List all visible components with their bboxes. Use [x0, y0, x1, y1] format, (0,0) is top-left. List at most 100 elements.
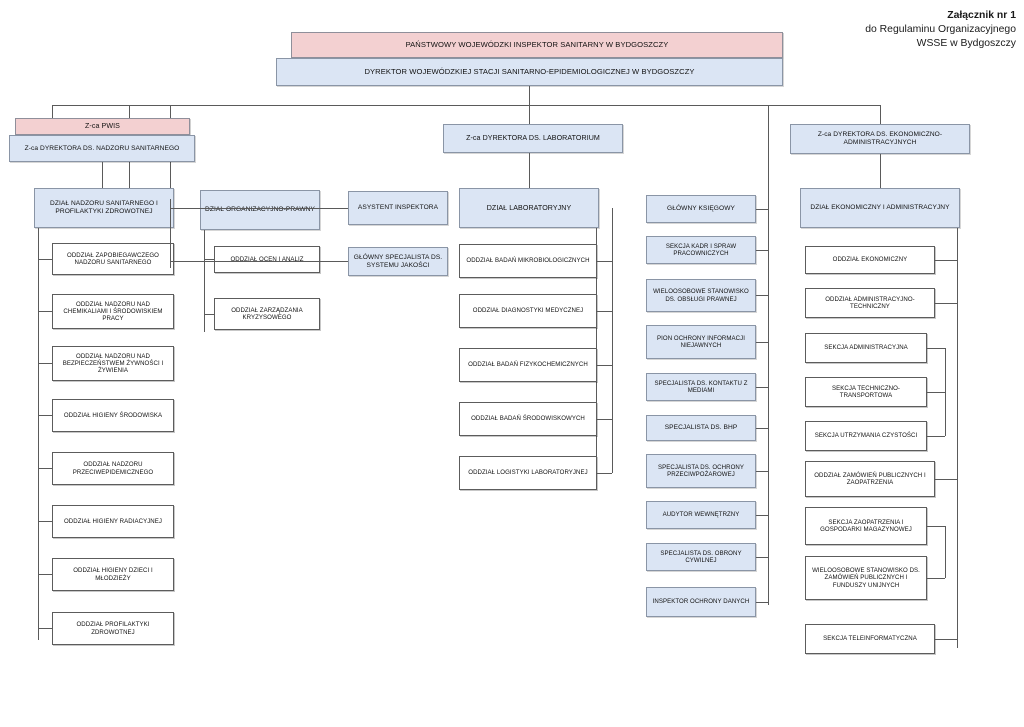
connector-drop-staff	[768, 105, 769, 209]
connector-stub-sanitary-6	[38, 574, 52, 575]
connector-stub-lab-3	[596, 419, 612, 420]
node-staff-item-5: SPECJALISTA DS. BHP	[646, 415, 756, 441]
node-sanitary-item-7: ODDZIAŁ PROFILAKTYKI ZDROWOTNEJ	[52, 612, 174, 645]
connector-stub-econ-1	[935, 303, 957, 304]
connector-stub-legal-0	[204, 259, 214, 260]
node-deputy-sanitary-supervision: Z-ca DYREKTORA DS. NADZORU SANITARNEGO	[9, 135, 195, 162]
connector-stub-sanitary-0	[38, 259, 52, 260]
node-legal-item-0: ODDZIAŁ OCEN I ANALIZ	[214, 246, 320, 273]
node-legal-item-1: ODDZIAŁ ZARZĄDZANIA KRYZYSOWEGO	[214, 298, 320, 330]
connector-stub-econ-6	[927, 526, 945, 527]
node-econ-item-8: SEKCJA TELEINFORMATYCZNA	[805, 624, 935, 654]
connector-stub-lab-2	[596, 365, 612, 366]
node-econ-item-7: WIELOOSOBOWE STANOWISKO DS. ZAMÓWIEŃ PUB…	[805, 556, 927, 600]
node-econ-item-0: ODDZIAŁ EKONOMICZNY	[805, 246, 935, 274]
node-director: DYREKTOR WOJEWÓDZKIEJ STACJI SANITARNO-E…	[276, 58, 783, 86]
header-regulation-line: do Regulaminu Organizacyjnego	[865, 24, 1016, 36]
node-staff-item-1: SEKCJA KADR I SPRAW PRACOWNICZYCH	[646, 236, 756, 264]
node-staff-item-9: INSPEKTOR OCHRONY DANYCH	[646, 587, 756, 617]
node-econ-item-2: SEKCJA ADMINISTRACYJNA	[805, 333, 927, 363]
connector-branch-econ-supply	[945, 526, 946, 578]
node-lab-item-3: ODDZIAŁ BADAŃ ŚRODOWISKOWYCH	[459, 402, 597, 436]
connector-stub-staff-1	[756, 250, 768, 251]
connector-spine-lab-outer	[612, 208, 613, 473]
connector-stub-staff-0	[756, 209, 768, 210]
connector-stub-lab-1	[596, 311, 612, 312]
header-attachment-number: Załącznik nr 1	[947, 10, 1016, 21]
node-lab-item-4: ODDZIAŁ LOGISTYKI LABORATORYJNEJ	[459, 456, 597, 490]
node-dept-sanitary-head: DZIAŁ NADZORU SANITARNEGO I PROFILAKTYKI…	[34, 188, 174, 228]
connector-stub-econ-3	[927, 392, 945, 393]
connector-stub-lab-0	[596, 261, 612, 262]
node-sanitary-item-0: ODDZIAŁ ZAPOBIEGAWCZEGO NADZORU SANITARN…	[52, 243, 174, 275]
node-staff-item-6: SPECJALISTA DS. OCHRONY PRZECIWPOŻAROWEJ	[646, 454, 756, 488]
connector-stub-sanitary-4	[38, 468, 52, 469]
connector-stub-staff-4	[756, 387, 768, 388]
node-chief-specialist-quality: GŁÓWNY SPECJALISTA DS. SYSTEMU JAKOŚCI	[348, 247, 448, 276]
connector-main-bus	[52, 105, 880, 106]
node-staff-item-7: AUDYTOR WEWNĘTRZNY	[646, 501, 756, 529]
node-sanitary-item-4: ODDZIAŁ NADZORU PRZECIWEPIDEMICZNEGO	[52, 452, 174, 485]
node-staff-item-3: PION OCHRONY INFORMACJI NIEJAWNYCH	[646, 325, 756, 359]
connector-drop-pwis	[52, 105, 53, 118]
node-econ-item-6: SEKCJA ZAOPATRZENIA I GOSPODARKI MAGAZYN…	[805, 507, 927, 545]
connector-pwis-to-dept	[102, 162, 103, 189]
node-deputy-laboratory: Z-ca DYREKTORA DS. LABORATORIUM	[443, 124, 623, 153]
connector-stub-sanitary-2	[38, 363, 52, 364]
connector-stub-sanitary-3	[38, 415, 52, 416]
connector-spine-staff	[768, 209, 769, 605]
node-sanitary-item-5: ODDZIAŁ HIGIENY RADIACYJNEJ	[52, 505, 174, 538]
node-dept-legal-head: DZIAŁ ORGANIZACYJNO-PRAWNY	[200, 190, 320, 230]
connector-stub-sanitary-1	[38, 311, 52, 312]
node-dept-economic-head: DZIAŁ EKONOMICZNY I ADMINISTRACYJNY	[800, 188, 960, 228]
connector-branch-econ-sections	[945, 348, 946, 436]
connector-stub-lab-4	[596, 473, 612, 474]
connector-stub-staff-6	[756, 471, 768, 472]
connector-spine-sanitary	[38, 228, 39, 640]
connector-stub-staff-2	[756, 295, 768, 296]
connector-stub-econ-7	[927, 578, 945, 579]
node-lab-item-2: ODDZIAŁ BADAŃ FIZYKOCHEMICZNYCH	[459, 348, 597, 382]
node-sanitary-item-3: ODDZIAŁ HIGIENY ŚRODOWISKA	[52, 399, 174, 432]
node-dept-laboratory-head: DZIAŁ LABORATORYJNY	[459, 188, 599, 228]
document-header: Załącznik nr 1 do Regulaminu Organizacyj…	[865, 9, 1016, 51]
node-staff-item-0: GŁÓWNY KSIĘGOWY	[646, 195, 756, 223]
node-lab-item-0: ODDZIAŁ BADAŃ MIKROBIOLOGICZNYCH	[459, 244, 597, 278]
node-pwis-inspector: PAŃSTWOWY WOJEWÓDZKI INSPEKTOR SANITARNY…	[291, 32, 783, 58]
connector-stub-staff-8	[756, 557, 768, 558]
connector-stub-assistant-1	[170, 261, 348, 262]
connector-stub-sanitary-5	[38, 521, 52, 522]
node-staff-item-4: SPECJALISTA DS. KONTAKTU Z MEDIAMI	[646, 373, 756, 401]
node-sanitary-item-6: ODDZIAŁ HIGIENY DZIECI I MŁODZIEŻY	[52, 558, 174, 591]
node-staff-item-2: WIELOOSOBOWE STANOWISKO DS. OBSŁUGI PRAW…	[646, 279, 756, 312]
node-deputy-economic-admin: Z-ca DYREKTORA DS. EKONOMICZNO-ADMINISTR…	[790, 124, 970, 154]
node-sanitary-item-1: ODDZIAŁ NADZORU NAD CHEMIKALIAMI I ŚRODO…	[52, 294, 174, 329]
connector-stub-econ-4	[927, 436, 945, 437]
node-assistant-inspector: ASYSTENT INSPEKTORA	[348, 191, 448, 225]
connector-stub-staff-5	[756, 428, 768, 429]
connector-stub-econ-2	[927, 348, 945, 349]
node-staff-item-8: SPECJALISTA DS. OBRONY CYWILNEJ	[646, 543, 756, 571]
connector-stub-legal-1	[204, 314, 214, 315]
header-institution-line: WSSE w Bydgoszczy	[916, 38, 1016, 50]
connector-stub-econ-5	[935, 479, 957, 480]
node-econ-item-3: SEKCJA TECHNICZNO-TRANSPORTOWA	[805, 377, 927, 407]
connector-spine-legal	[204, 230, 205, 332]
node-econ-item-5: ODDZIAŁ ZAMÓWIEŃ PUBLICZNYCH I ZAOPATRZE…	[805, 461, 935, 497]
connector-drop-lab	[529, 105, 530, 124]
connector-stub-assistant-0	[170, 208, 348, 209]
node-deputy-pwis-tag: Z-ca PWIS	[15, 118, 190, 135]
node-sanitary-item-2: ODDZIAŁ NADZORU NAD BEZPIECZEŃSTWEM ŻYWN…	[52, 346, 174, 381]
connector-stub-staff-3	[756, 342, 768, 343]
connector-lab-to-dept	[529, 153, 530, 188]
connector-stub-staff-9	[756, 602, 768, 603]
connector-stub-staff-7	[756, 515, 768, 516]
node-econ-item-1: ODDZIAŁ ADMINISTRACYJNO-TECHNICZNY	[805, 288, 935, 318]
node-lab-item-1: ODDZIAŁ DIAGNOSTYKI MEDYCZNEJ	[459, 294, 597, 328]
connector-stub-econ-8	[935, 639, 957, 640]
connector-stub-sanitary-7	[38, 628, 52, 629]
connector-director-drop	[529, 86, 530, 105]
node-econ-item-4: SEKCJA UTRZYMANIA CZYSTOŚCI	[805, 421, 927, 451]
connector-spine-assistant	[170, 199, 171, 268]
